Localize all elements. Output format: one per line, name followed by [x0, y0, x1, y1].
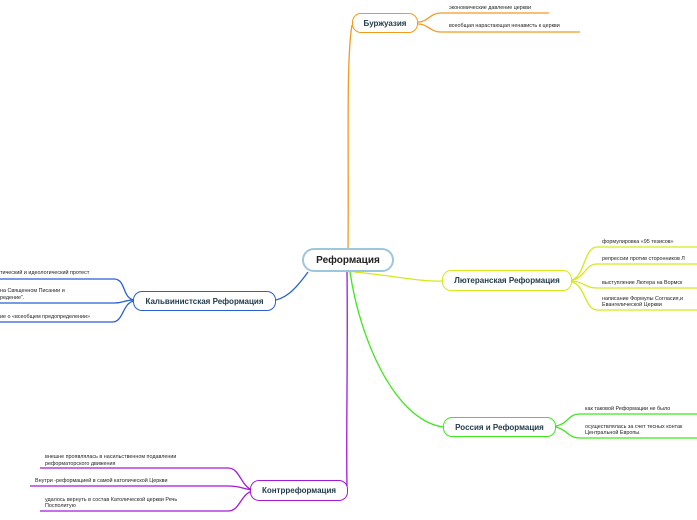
leaf-calvinist-2b[interactable]: редение".	[0, 295, 25, 301]
branch-bourgeoisie[interactable]: Буржуазия	[352, 13, 418, 33]
connector-counter-leaf-3	[40, 490, 253, 512]
connector-root-calvinist	[269, 271, 309, 302]
connector-root-bourgeoisie	[347, 24, 353, 249]
leaf-bourgeoisie-1[interactable]: экономические давление церкви	[449, 5, 531, 11]
leaf-counter-1a[interactable]: внешне проявлялась в насильственном пода…	[45, 454, 177, 460]
leaf-lutheran-1[interactable]: формулировка «95 тезисов»	[602, 239, 674, 245]
leaf-calvinist-3[interactable]: ие о «всеобщем предопределении»	[0, 314, 91, 320]
connector-russia-leaf-1	[555, 413, 697, 427]
connector-counter-leaf-2	[30, 485, 253, 491]
leaf-lutheran-2[interactable]: репрессии против сторонников Л	[602, 256, 685, 262]
connector-bourgeoisie-leaf-2	[417, 23, 580, 33]
branch-calvinist[interactable]: Кальвинистская Реформация	[133, 291, 276, 311]
branch-counter[interactable]: Контрреформация	[250, 480, 348, 501]
connector-lutheran-leaf-2	[571, 263, 697, 281]
leaf-calvinist-2a[interactable]: на Священном Писании и	[0, 288, 65, 294]
connector-calvinist-leaf-1	[0, 278, 135, 301]
connector-lutheran-leaf-1	[571, 246, 697, 281]
leaf-russia-2b[interactable]: Центральной Европы.	[585, 430, 641, 436]
leaf-lutheran-4a[interactable]: написание Формулы Согласия,и	[602, 296, 684, 302]
connector-root-counter	[346, 271, 348, 487]
connector-root-lutheran	[353, 271, 443, 282]
connector-bourgeoisie-leaf-1	[417, 12, 549, 23]
connector-russia-leaf-2	[555, 426, 697, 439]
leaf-counter-3a[interactable]: удалось вернуть в состав Католической це…	[45, 497, 178, 503]
leaf-counter-1b[interactable]: реформаторского движения	[45, 461, 116, 467]
connector-lutheran-leaf-3	[571, 280, 697, 289]
branch-russia[interactable]: Россия и Реформация	[443, 417, 556, 437]
leaf-lutheran-3[interactable]: выступление Лютера на Вормск	[602, 280, 683, 286]
leaf-calvinist-1[interactable]: тический и идеологический протест	[0, 270, 90, 276]
connector-calvinist-leaf-2	[0, 299, 135, 304]
leaf-lutheran-4b[interactable]: Евангелической Церкви	[602, 302, 662, 308]
leaf-russia-2a[interactable]: осуществлялась за счет тесных контак	[585, 424, 683, 430]
connector-calvinist-leaf-3	[0, 300, 135, 323]
branch-lutheran[interactable]: Лютеранская Реформация	[442, 270, 572, 291]
leaf-russia-1[interactable]: как таковой Реформации не было	[585, 406, 671, 412]
root-node[interactable]: Реформация	[302, 248, 394, 272]
connector-counter-leaf-1	[40, 467, 253, 491]
connector-lutheran-leaf-4	[571, 281, 697, 311]
leaf-bourgeoisie-2[interactable]: всеобщая нарастающая ненависть к церкви	[449, 23, 560, 29]
connector-root-russia	[349, 271, 444, 428]
leaf-counter-2[interactable]: Внутри -реформацией в самой католической…	[35, 478, 168, 484]
leaf-counter-3b[interactable]: Посполитую	[45, 503, 76, 509]
